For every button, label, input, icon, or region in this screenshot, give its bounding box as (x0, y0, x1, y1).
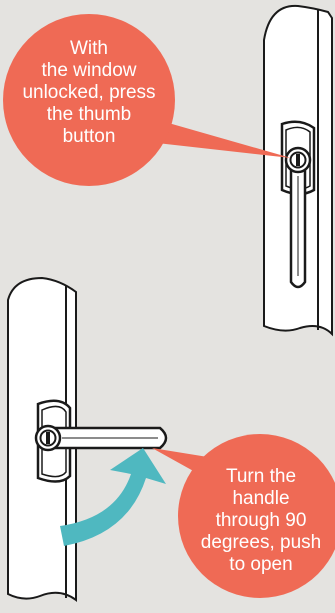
callout-step2-line: Turn the (225, 466, 297, 487)
callout-bubble-bottom (152, 434, 335, 598)
curved-arrow-icon (60, 448, 166, 546)
callout-step2-line: to open (229, 554, 293, 575)
callout-step2-line: degrees, push (200, 532, 322, 553)
callout-step1-line: the window (41, 60, 137, 81)
callout-step2-line: handle (232, 488, 290, 509)
callout-step2-line: through 90 (215, 510, 307, 531)
callout-step1-line: button (62, 126, 116, 147)
window-handle-icon (280, 120, 316, 289)
callout-step1-line: the thumb (46, 104, 132, 125)
callout-step1-line: unlocked, press (22, 82, 156, 103)
window-handle-horizontal (34, 399, 168, 483)
callout-step1-text: With the window unlocked, press the thum… (14, 38, 164, 148)
callout-bubble-top (3, 14, 291, 186)
callout-step1-line: With (70, 38, 108, 59)
callout-step2-text: Turn the handle through 90 degrees, push… (195, 466, 327, 576)
